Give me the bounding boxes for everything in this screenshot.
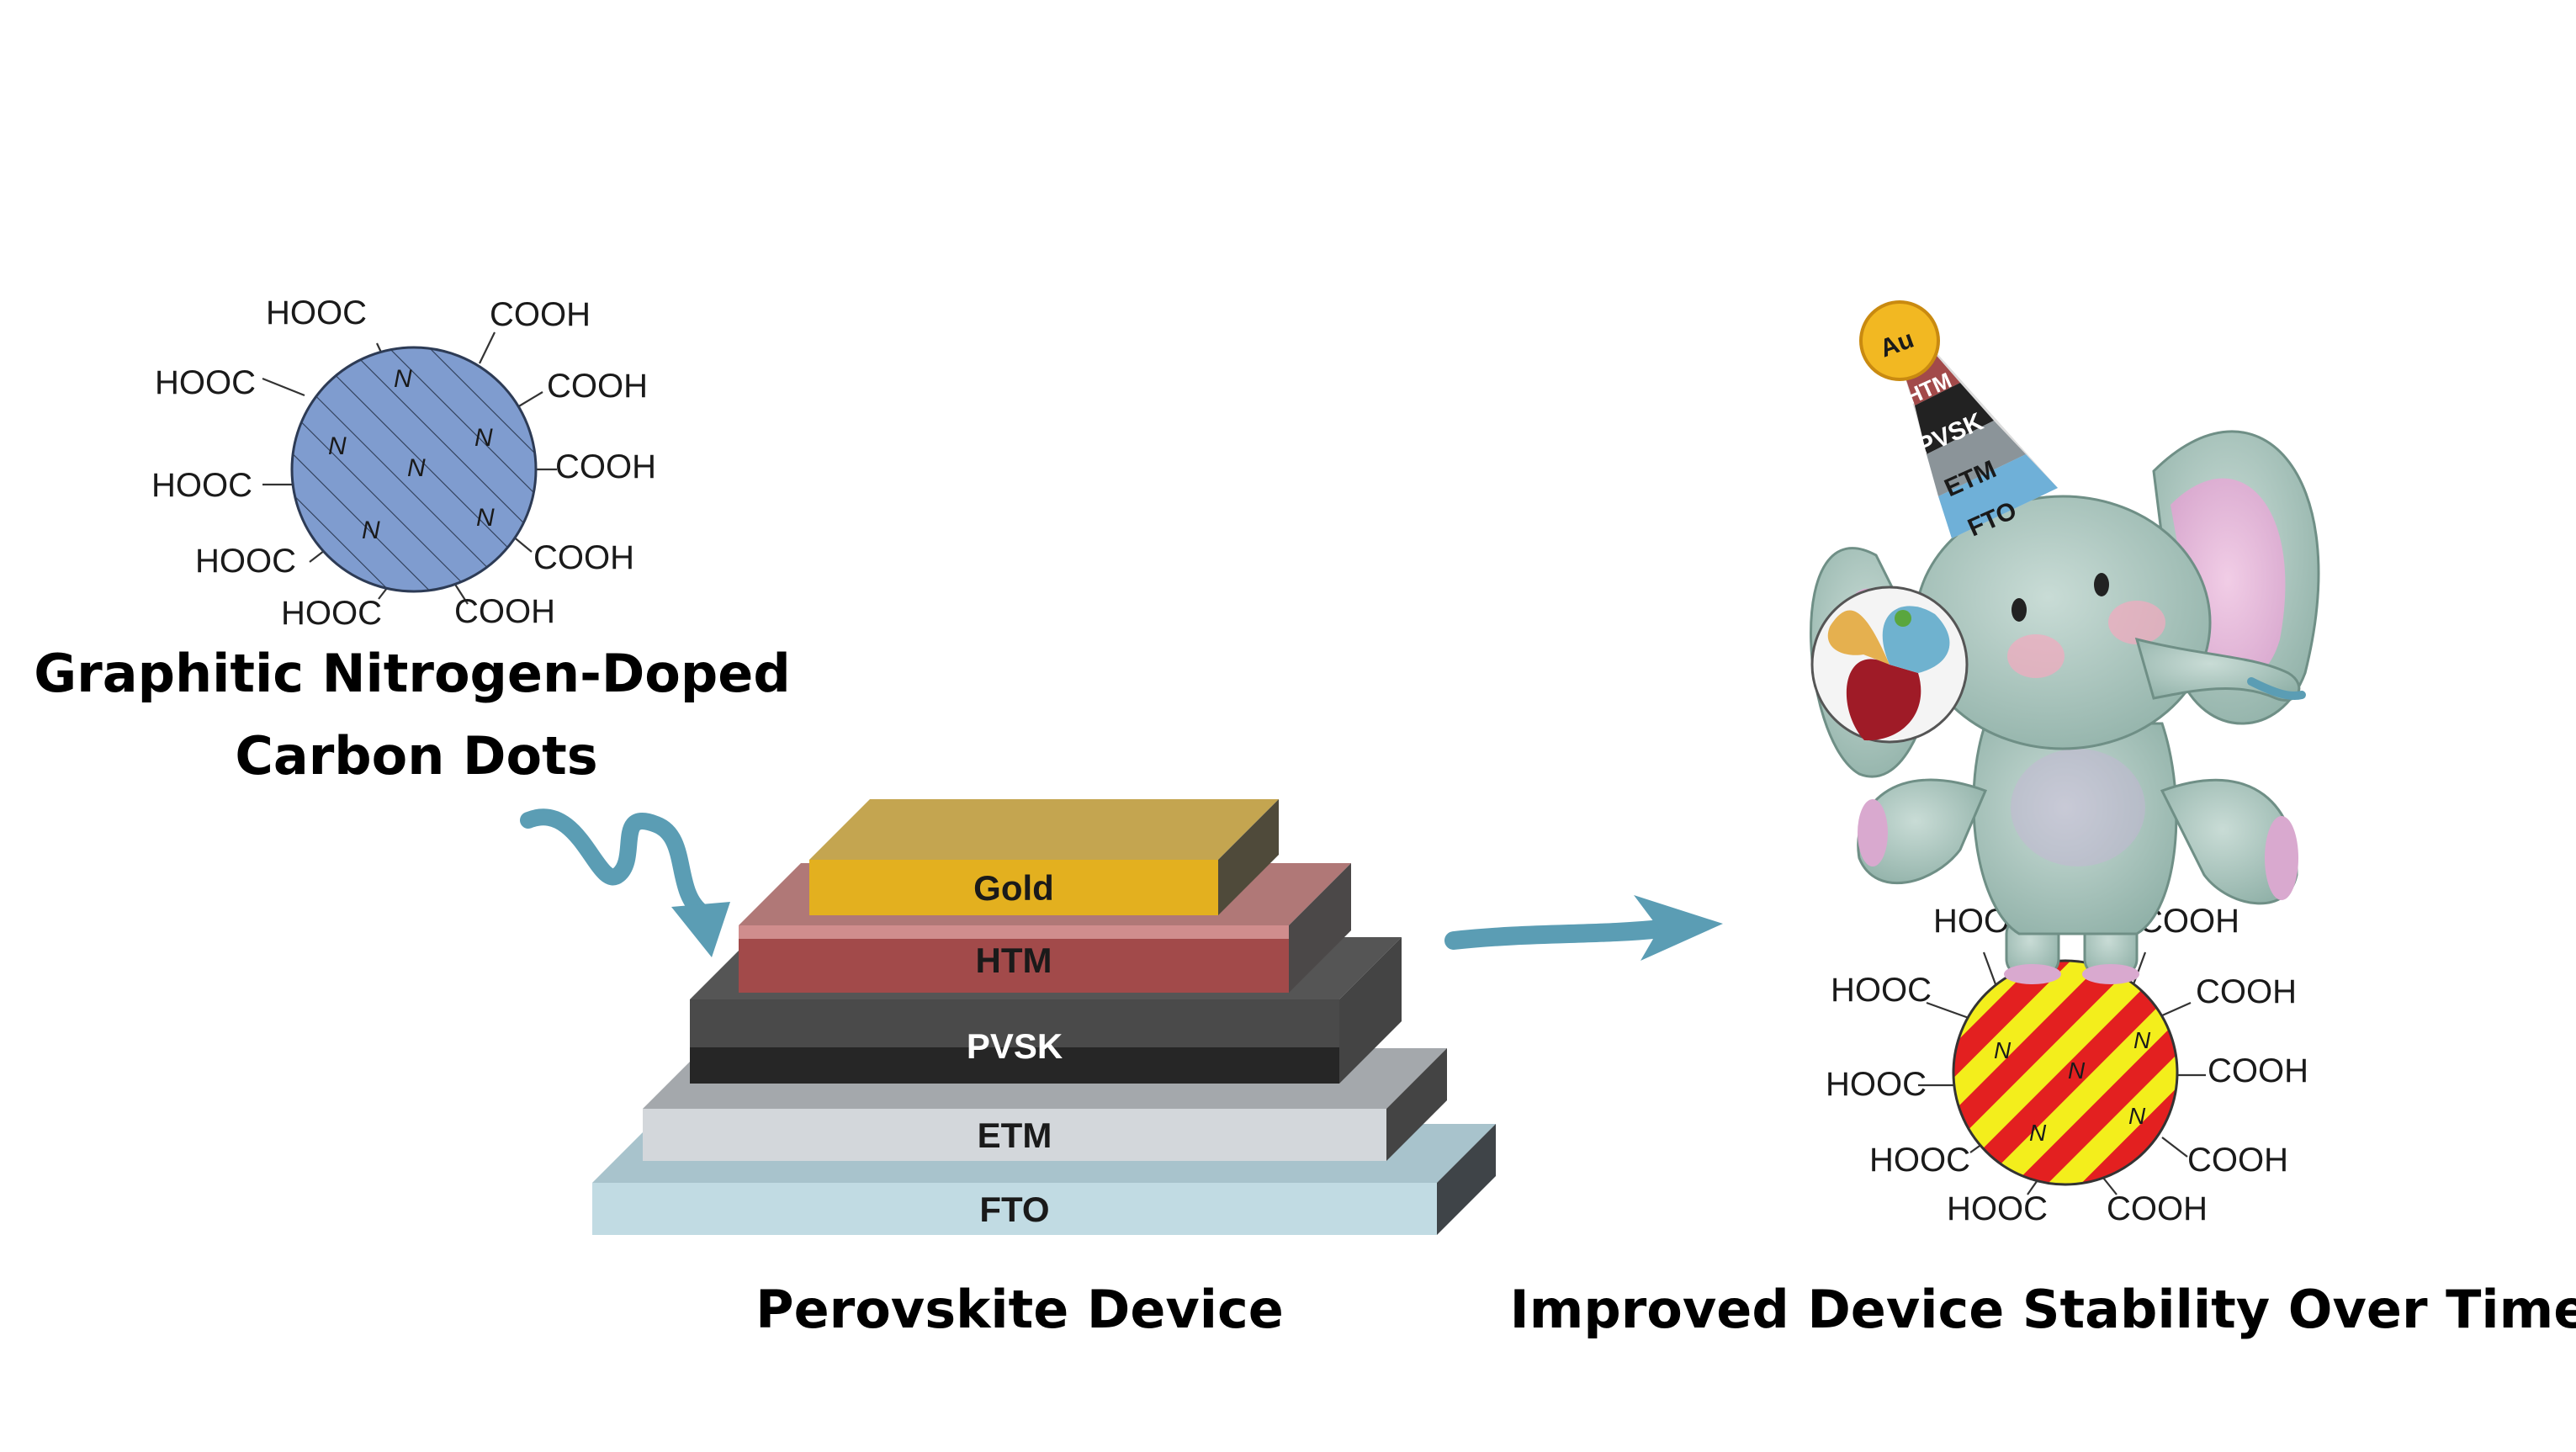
carboxyl-label: HOOC [1831, 972, 1932, 1009]
nitrogen-label: N [362, 517, 380, 544]
nitrogen-label: N [474, 424, 493, 452]
nitrogen-label: N [2068, 1057, 2086, 1084]
nitrogen-label: N [2029, 1120, 2047, 1146]
carboxyl-label: HOOC [1947, 1190, 2048, 1227]
nitrogen-label: N [394, 365, 412, 393]
party-hat [1859, 300, 2058, 538]
nitrogen-label: N [2128, 1103, 2146, 1129]
carboxyl-label: COOH [2196, 973, 2297, 1010]
wavy-arrow [520, 808, 730, 957]
carboxyl-label: COOH [2107, 1190, 2208, 1227]
layer-label-etm: ETM [978, 1115, 1052, 1155]
carboxyl-label: HOOC [151, 467, 252, 504]
carboxyl-label: HOOC [155, 364, 256, 401]
layer-label-fto: FTO [979, 1190, 1049, 1229]
device-caption: Perovskite Device [755, 1279, 1284, 1340]
ball-nitrogen-atoms: N N N N N [1994, 1027, 2151, 1146]
carboxyl-groups: HOOC HOOC HOOC HOOC HOOC COOH COOH COOH … [151, 294, 656, 632]
carboxyl-label: COOH [2208, 1052, 2308, 1089]
dots-caption-line2: Carbon Dots [235, 725, 597, 787]
stack-labels: Gold HTM PVSK ETM FTO [967, 868, 1063, 1229]
carboxyl-label: HOOC [195, 543, 296, 580]
layer-label-htm: HTM [976, 941, 1052, 980]
dots-caption-line1: Graphitic Nitrogen-Doped [34, 643, 790, 704]
carboxyl-label: COOH [533, 539, 634, 576]
carboxyl-label: COOH [2187, 1142, 2288, 1179]
nitrogen-label: N [328, 432, 347, 460]
stability-caption: Improved Device Stability Over Time [1510, 1279, 2576, 1340]
carboxyl-label: COOH [555, 448, 656, 485]
layer-label-gold: Gold [973, 868, 1054, 908]
carboxyl-label: COOH [490, 296, 591, 333]
carbon-dot-graphic: N N N N N N HOOC HOOC HOOC HOOC HOOC COO… [151, 294, 656, 632]
layer-gold [809, 799, 1279, 915]
carbon-dot-core [290, 346, 538, 593]
nitrogen-label: N [476, 504, 495, 532]
beach-ball [1810, 586, 1969, 744]
carboxyl-label: HOOC [1869, 1142, 1970, 1179]
nitrogen-label: N [1994, 1037, 2012, 1063]
carboxyl-label: COOH [454, 593, 555, 630]
carboxyl-label: HOOC [266, 294, 367, 331]
layer-label-pvsk: PVSK [967, 1026, 1063, 1066]
striped-carbon-dot: N N N N N HOOC HOOC HOOC HOOC HOOC COOH … [1826, 903, 2308, 1227]
carboxyl-label: COOH [547, 368, 648, 405]
nitrogen-label: N [407, 454, 426, 482]
elephant-illustration: Au HTM PVSK ETM FTO [1810, 300, 2320, 984]
nitrogen-atoms: N N N N N N [328, 365, 495, 544]
perovskite-stack: Gold HTM PVSK ETM FTO [592, 799, 1496, 1235]
carboxyl-label: HOOC [281, 595, 382, 632]
nitrogen-label: N [2133, 1027, 2151, 1053]
carboxyl-label: HOOC [1826, 1066, 1927, 1103]
straight-arrow [1444, 895, 1723, 961]
